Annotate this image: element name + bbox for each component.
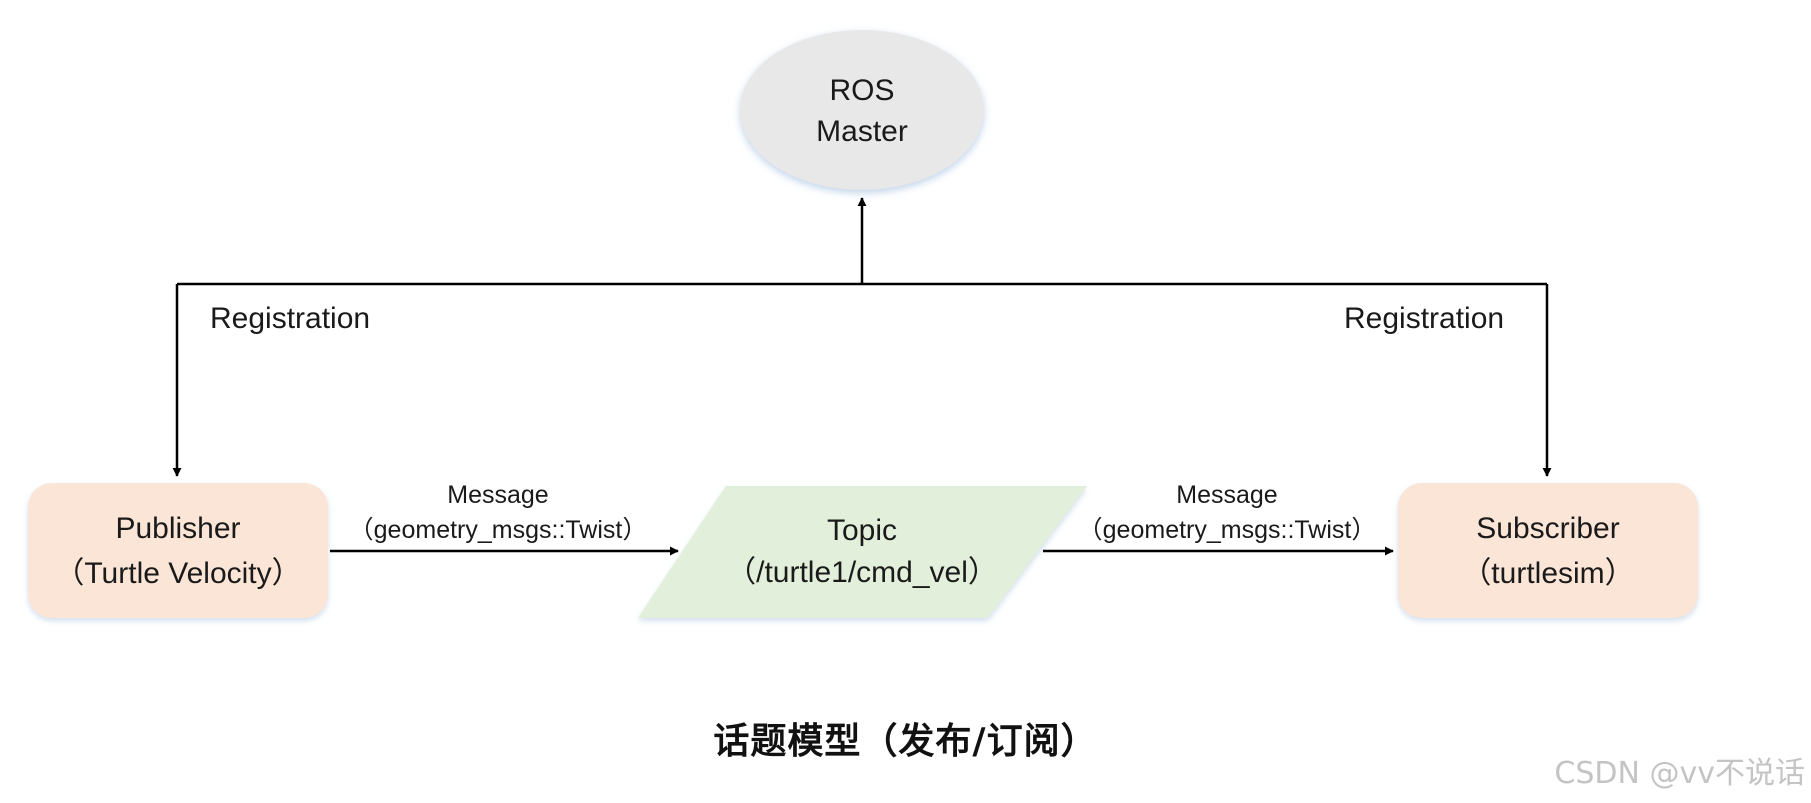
publisher-label-2: （Turtle Velocity） [54, 557, 301, 590]
ros-master-node [740, 30, 984, 190]
topic-label-2: （/turtle1/cmd_vel） [726, 556, 998, 589]
registration-label-right: Registration [1344, 302, 1504, 335]
message-label-left-2: （geometry_msgs::Twist） [349, 516, 648, 544]
publisher-label-1: Publisher [115, 512, 240, 545]
publisher-node [28, 483, 328, 618]
ros-master-label-2: Master [816, 115, 908, 148]
message-label-right-1: Message [1176, 481, 1277, 509]
subscriber-label-2: （turtlesim） [1461, 557, 1634, 590]
subscriber-label-1: Subscriber [1476, 512, 1619, 545]
topic-node [638, 486, 1087, 618]
registration-label-left: Registration [210, 302, 370, 335]
subscriber-node [1398, 483, 1698, 618]
message-label-right-2: （geometry_msgs::Twist） [1078, 516, 1377, 544]
registration-connector [172, 197, 1552, 477]
message-label-left-1: Message [447, 481, 548, 509]
diagram-caption: 话题模型（发布/订阅） [713, 721, 1098, 762]
watermark: CSDN @vv不说话 [1554, 756, 1805, 791]
topic-label-1: Topic [827, 514, 897, 547]
ros-master-label-1: ROS [829, 74, 894, 107]
